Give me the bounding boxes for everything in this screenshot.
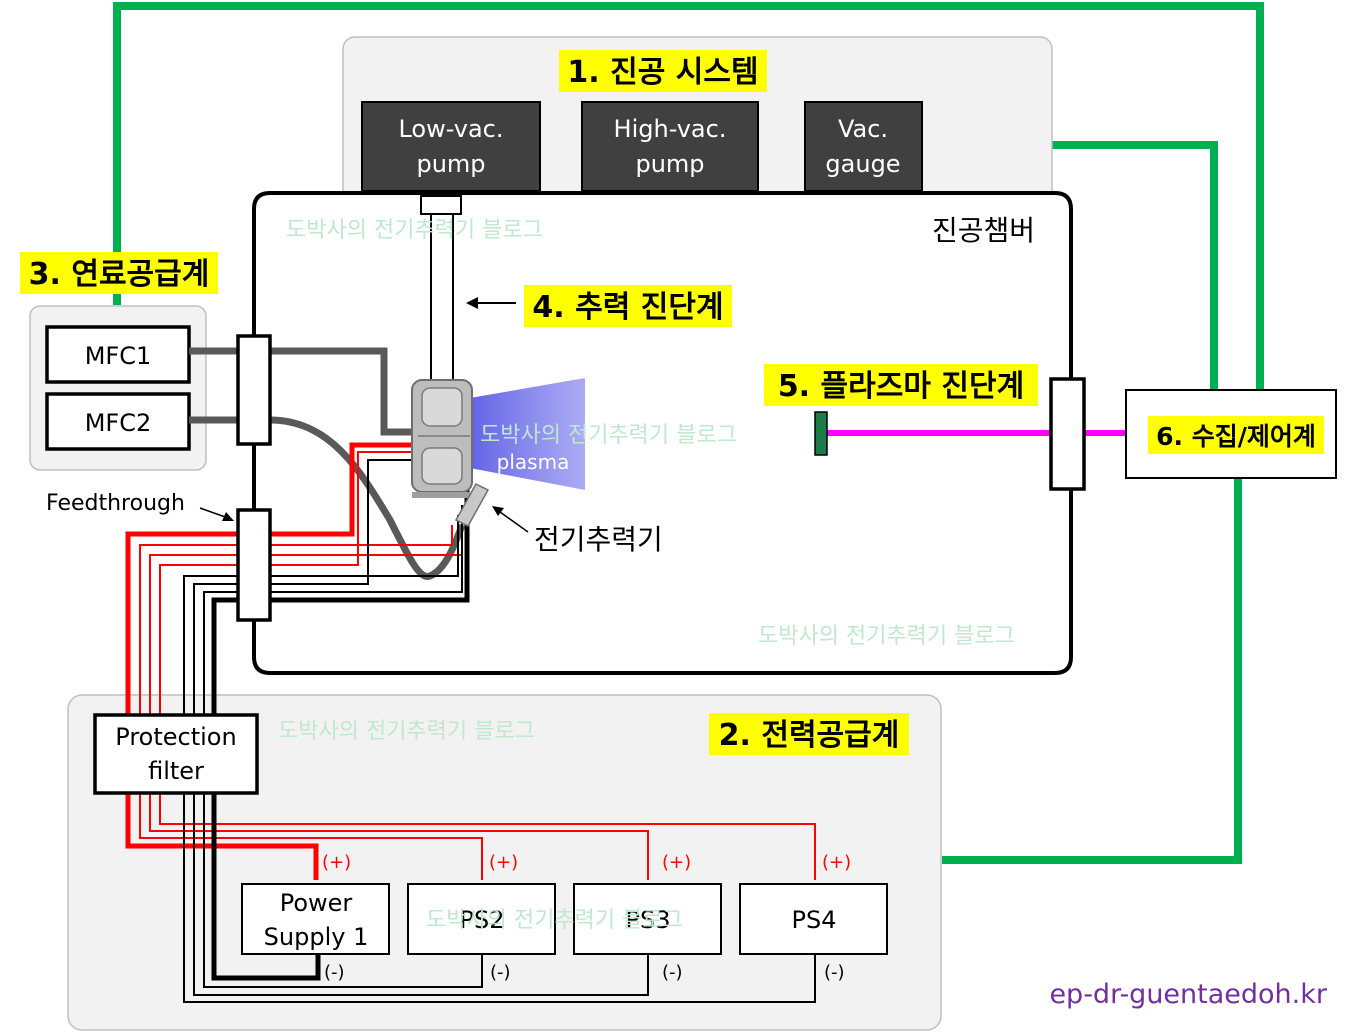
fuel-title-highlight (20, 252, 218, 294)
thrust-title-highlight (524, 285, 732, 327)
feedthrough-label: Feedthrough (46, 491, 185, 516)
probe-feedthrough (1049, 377, 1086, 491)
minus-label: (-) (662, 962, 683, 983)
collect-control-highlight (1148, 416, 1324, 454)
arrow-icon (466, 297, 516, 309)
ps1-label-1: Power (280, 889, 353, 917)
mfc1-label: MFC1 (85, 342, 152, 370)
ps2-label: PS2 (460, 906, 505, 934)
protection-filter: Protection filter (93, 713, 259, 795)
protection-filter-label-1: Protection (115, 723, 236, 751)
high-vac-pump-label-2: pump (635, 150, 704, 178)
thruster-label: 전기추력기 (534, 523, 663, 556)
low-vac-pump-label-2: pump (416, 150, 485, 178)
vac-gauge-label-2: gauge (825, 150, 900, 178)
power-title-highlight (709, 713, 909, 755)
watermark: 도박사의 전기추력기 블로그 (278, 719, 535, 744)
gas-feedthrough (236, 334, 272, 446)
vacuum-title-highlight (559, 50, 767, 92)
thruster-icon (411, 379, 490, 527)
arrow-icon (199, 507, 234, 521)
plus-label: (+) (822, 852, 851, 873)
minus-label: (-) (490, 962, 511, 983)
plasma-title-highlight (764, 364, 1038, 406)
protection-filter-label-2: filter (148, 757, 204, 785)
power-supply-3: PS3 (573, 883, 722, 955)
power-supply-2: PS2 (407, 883, 556, 955)
watermark: 도박사의 전기추력기 블로그 (426, 908, 683, 933)
high-vac-pump-label-1: High-vac. (614, 115, 727, 143)
power-feedthrough (236, 508, 272, 622)
plasma-probe (814, 411, 828, 456)
collect-control-title: 6. 수집/제어계 (1156, 422, 1316, 451)
low-vac-pump-label-1: Low-vac. (398, 115, 503, 143)
minus-label: (-) (324, 962, 345, 983)
plasma-diagnostic-title: 5. 플라즈마 진단계 (778, 369, 1024, 404)
chamber-label: 진공챔버 (932, 214, 1035, 247)
power-supply-1: Power Supply 1 (241, 883, 390, 955)
vacuum-system-title: 1. 진공 시스템 (567, 55, 758, 90)
watermark: 도박사의 전기추력기 블로그 (480, 423, 737, 448)
mfc1: MFC1 (45, 325, 191, 384)
arrow-icon (492, 506, 529, 533)
plasma-plume (470, 378, 585, 490)
watermark: 도박사의 전기추력기 블로그 (286, 218, 543, 243)
fuel-system-title: 3. 연료공급계 (29, 257, 210, 292)
minus-label: (-) (824, 962, 845, 983)
thrust-stand (420, 195, 462, 387)
plus-label: (+) (489, 852, 518, 873)
gas-lines (189, 347, 466, 580)
thrust-diagnostic-title: 4. 추력 진단계 (532, 290, 723, 325)
low-vac-pump: Low-vac. pump (361, 101, 541, 192)
ps3-label: PS3 (626, 906, 671, 934)
vac-gauge-label-1: Vac. (838, 115, 888, 143)
plasma-label: plasma (497, 450, 570, 474)
power-supply-4: PS4 (739, 883, 888, 955)
watermark: 도박사의 전기추력기 블로그 (758, 624, 1015, 649)
ps1-label-2: Supply 1 (264, 923, 369, 951)
plus-label: (+) (662, 852, 691, 873)
ps4-label: PS4 (792, 906, 837, 934)
mfc2-label: MFC2 (85, 409, 152, 437)
mfc2: MFC2 (45, 392, 191, 451)
vac-gauge: Vac. gauge (804, 101, 923, 192)
high-vac-pump: High-vac. pump (581, 101, 759, 192)
plus-label: (+) (322, 852, 351, 873)
power-system-title: 2. 전력공급계 (719, 718, 900, 753)
site-credit: ep-dr-guentaedoh.kr (1049, 979, 1327, 1010)
